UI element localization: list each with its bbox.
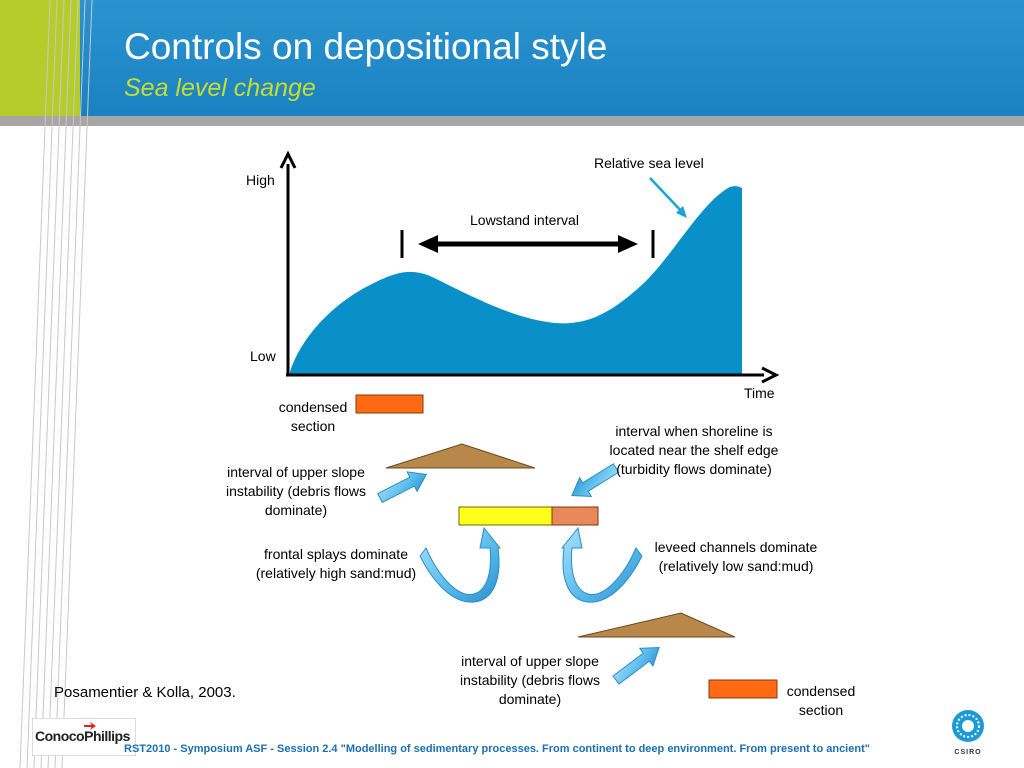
sea-level-pointer-head — [676, 206, 687, 218]
central-bar-yellow — [458, 506, 553, 526]
block-arrow-upper-slope-left — [377, 471, 428, 504]
upper-slope-triangle-top — [385, 443, 536, 469]
upper-slope-left-label: interval of upper slope instability (deb… — [225, 464, 367, 518]
frontal-splays-label: frontal splays dominate (relatively high… — [255, 546, 417, 581]
footer-caption: RST2010 - Symposium ASF - Session 2.4 "M… — [124, 743, 870, 755]
shelf-edge-label: interval when shoreline is located near … — [609, 423, 779, 477]
lowstand-arrowhead-left — [418, 235, 438, 253]
condensed-section-top-bar — [355, 394, 424, 414]
lowstand-interval-label: Lowstand interval — [470, 212, 579, 228]
sea-level-curve — [290, 186, 742, 375]
citation: Posamentier & Kolla, 2003. — [54, 684, 236, 701]
y-axis-arrowhead — [279, 150, 297, 169]
curved-arrow-leveed-channels — [560, 526, 643, 603]
svg-text:CSIRO: CSIRO — [954, 749, 981, 756]
condensed-section-bottom-bar — [708, 679, 778, 699]
conocophillips-logo — [32, 718, 136, 756]
block-arrow-shelf-edge — [571, 463, 620, 497]
conocophillips-logo-text: ConocoPhillips — [35, 728, 130, 744]
page-title: Controls on depositional style — [124, 26, 608, 67]
condensed-section-top-label: condensed section — [278, 399, 348, 434]
header-accent-band — [0, 0, 80, 116]
block-arrow-upper-slope-bottom — [612, 646, 660, 685]
lowstand-arrowhead-right — [618, 235, 638, 253]
y-axis-low-label: Low — [250, 348, 276, 364]
x-axis-time-label: Time — [744, 385, 775, 401]
decorative-lines — [19, 0, 93, 768]
upper-slope-triangle-bottom — [577, 612, 736, 638]
header-divider — [0, 116, 1024, 126]
x-axis-arrowhead — [761, 366, 780, 384]
sea-level-curve-label: Relative sea level — [594, 155, 704, 171]
curved-arrow-frontal-splays — [419, 526, 502, 603]
leveed-channels-label: leveed channels dominate (relatively low… — [654, 539, 818, 574]
page-subtitle: Sea level change — [124, 74, 316, 102]
upper-slope-bottom-label: interval of upper slope instability (deb… — [459, 653, 601, 707]
central-bar-salmon — [551, 506, 599, 526]
sea-level-pointer-arrow — [649, 177, 685, 215]
y-axis-high-label: High — [246, 172, 275, 188]
condensed-section-bottom-label: condensed section — [786, 683, 856, 718]
csiro-logo: CSIRO — [952, 710, 984, 756]
header-bar — [0, 0, 1024, 116]
